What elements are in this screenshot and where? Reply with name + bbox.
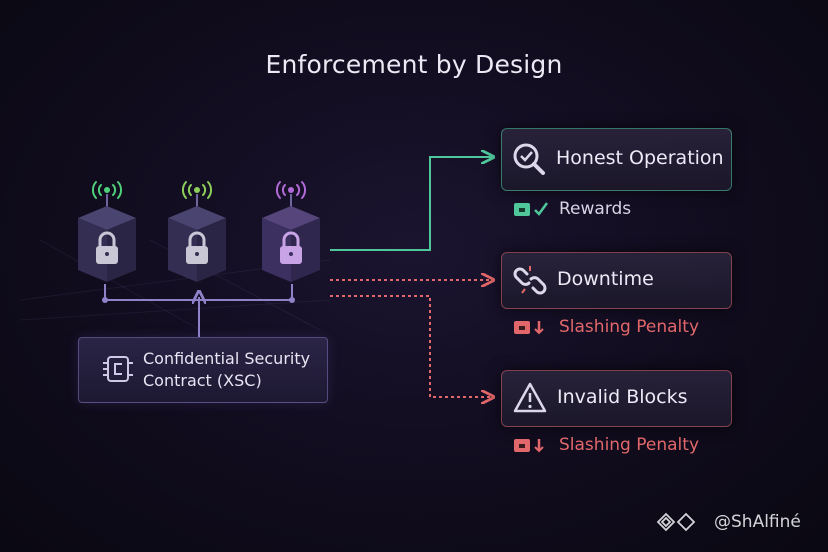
- lock-icon: [280, 231, 302, 264]
- warning-triangle-icon: [513, 382, 547, 413]
- outcome-label: Honest Operation: [556, 147, 724, 169]
- validator-node-2: [164, 178, 230, 282]
- logo-icon: [656, 512, 696, 532]
- wallet-check-icon: [514, 202, 549, 216]
- watermark-text: @ShAlfiné: [714, 512, 801, 532]
- result-slashing-penalty-2: Slashing Penalty: [513, 435, 699, 455]
- contract-box: Confidential Security Contract (XSC): [78, 337, 328, 403]
- result-label: Slashing Penalty: [559, 435, 700, 455]
- result-slashing-penalty-1: Slashing Penalty: [513, 317, 699, 337]
- validator-node-3: [258, 178, 324, 282]
- lock-icon: [96, 231, 118, 264]
- signal-icon: [168, 181, 226, 282]
- diagram-title: Enforcement by Design: [265, 50, 563, 79]
- contract-label-line1: Confidential Security: [143, 349, 311, 368]
- contract-chip-icon: [103, 356, 133, 382]
- result-label: Slashing Penalty: [559, 317, 700, 337]
- outcome-downtime: Downtime: [501, 252, 732, 309]
- signal-icon: [262, 181, 320, 282]
- watermark: @ShAlfiné: [656, 512, 801, 532]
- signal-icon: [78, 181, 136, 282]
- check-magnifier-icon: [513, 143, 545, 175]
- broken-link-icon: [513, 266, 547, 295]
- result-rewards: Rewards: [513, 199, 631, 219]
- contract-label-line2: Contract (XSC): [143, 371, 262, 390]
- wallet-down-icon: [514, 439, 544, 453]
- result-label: Rewards: [559, 199, 632, 219]
- outcome-label: Downtime: [557, 268, 654, 290]
- outcome-invalid-blocks: Invalid Blocks: [501, 370, 732, 427]
- validator-node-1: [74, 178, 140, 282]
- lock-icon: [186, 231, 208, 264]
- outcome-honest-operation: Honest Operation: [501, 128, 732, 191]
- wallet-down-icon: [514, 321, 544, 335]
- outcome-label: Invalid Blocks: [557, 386, 688, 408]
